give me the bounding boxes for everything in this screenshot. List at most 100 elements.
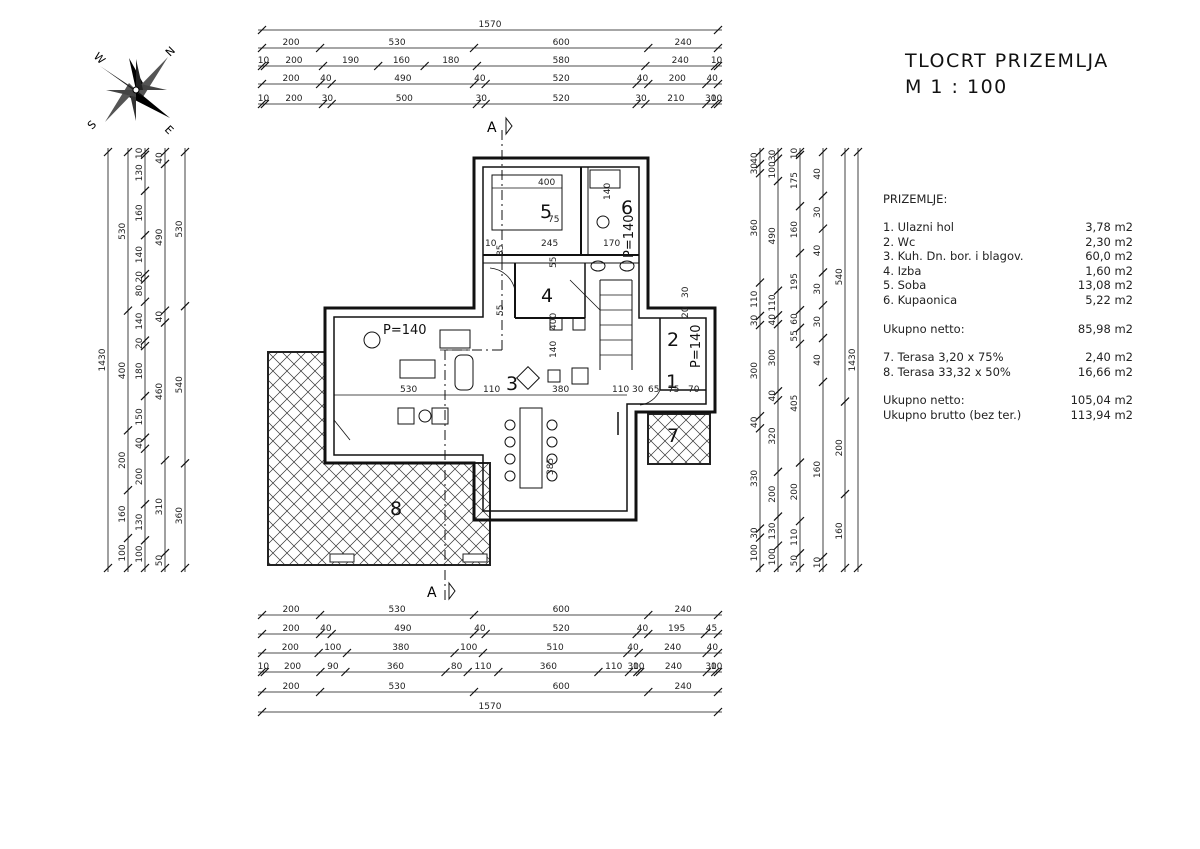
dim-tick: [123, 563, 133, 573]
dim-tick: [469, 79, 479, 89]
parapet-note-1: P=140: [383, 323, 427, 338]
dim-tick: [755, 320, 765, 330]
dim-tick: [795, 147, 805, 157]
inner-dim: 245: [541, 239, 558, 249]
dim-tick: [463, 667, 473, 677]
dim-tick: [315, 687, 325, 697]
dim-value: 10: [135, 147, 145, 159]
dim-tick: [755, 311, 765, 321]
dim-value: 40: [627, 643, 639, 653]
dim-tick: [469, 43, 479, 53]
legend-total-gross-value: 113,94 m2: [1070, 407, 1133, 422]
dim-value: 195: [790, 273, 800, 290]
dim-value: 40: [813, 168, 823, 180]
dim-tick: [632, 99, 642, 109]
dim-tick: [622, 648, 632, 658]
dim-tick: [140, 336, 150, 346]
dim-value: 20: [135, 337, 145, 349]
dim-tick: [840, 397, 850, 407]
dim-tick: [257, 707, 267, 717]
compass-w: W: [91, 50, 108, 67]
dim-tick: [795, 339, 805, 349]
dim-tick: [340, 667, 350, 677]
dim-value: 200: [282, 38, 299, 48]
dim-tick: [634, 648, 644, 658]
dim-tick: [140, 341, 150, 351]
dim-value: 100: [118, 544, 128, 561]
dim-value: 160: [393, 56, 410, 66]
dim-tick: [643, 610, 653, 620]
legend-net-label: Ukupno netto:: [883, 321, 965, 336]
dim-value: 1570: [479, 702, 502, 712]
dim-value: 600: [553, 605, 570, 615]
dim-tick: [818, 267, 828, 277]
dim-tick: [472, 99, 482, 109]
dim-value: 30: [476, 94, 488, 104]
dim-value: 200: [282, 74, 299, 84]
dim-value: 200: [282, 682, 299, 692]
dim-value: 210: [667, 94, 684, 104]
dim-tick: [818, 147, 828, 157]
room-number-4: 4: [541, 285, 553, 307]
inner-dim: 55: [549, 257, 559, 268]
dim-tick: [342, 648, 352, 658]
legend-area: 1,60 m2: [1085, 263, 1133, 278]
dim-tick: [315, 79, 325, 89]
dim-value: 460: [155, 383, 165, 400]
dim-value: 40: [474, 74, 486, 84]
dim-value: 190: [342, 56, 359, 66]
dim-value: 40: [320, 624, 332, 634]
dim-value: 50: [790, 555, 800, 567]
dim-tick: [160, 306, 170, 316]
dim-value: 160: [790, 221, 800, 238]
dim-tick: [481, 99, 491, 109]
room-number-8: 8: [390, 498, 402, 520]
dim-value: 110: [750, 290, 760, 307]
dim-tick: [624, 667, 634, 677]
dim-value: 240: [665, 662, 682, 672]
dim-value: 40: [768, 390, 778, 402]
dim-tick: [713, 629, 723, 639]
dim-tick: [640, 99, 650, 109]
legend-terrace-area: 16,66 m2: [1077, 364, 1133, 379]
dim-tick: [594, 667, 603, 677]
dim-tick: [481, 629, 491, 639]
dim-tick: [710, 61, 720, 71]
dim-value: 160: [135, 204, 145, 221]
dim-value: 40: [155, 311, 165, 323]
dim-value: 540: [175, 376, 185, 393]
dim-value: 530: [388, 605, 405, 615]
dim-tick: [123, 485, 133, 495]
dim-tick: [795, 563, 805, 573]
dim-tick: [140, 150, 150, 160]
dim-value: 30: [322, 94, 334, 104]
dim-value: 240: [675, 38, 692, 48]
dim-tick: [160, 548, 170, 558]
compass-e: E: [162, 123, 176, 137]
dim-tick: [257, 687, 267, 697]
dim-value: 520: [553, 74, 570, 84]
legend-total-gross-label: Ukupno brutto (bez ter.): [883, 407, 1022, 422]
dim-tick: [640, 61, 650, 71]
legend-net-row: Ukupno netto: 85,98 m2: [883, 322, 1133, 337]
dim-value: 90: [327, 662, 339, 672]
legend-net-value: 85,98 m2: [1077, 321, 1133, 336]
dim-tick: [103, 147, 113, 157]
dim-tick: [710, 667, 720, 677]
parapet-notes: P=140 P=140 P=140: [383, 214, 704, 368]
dim-value: 10: [258, 94, 270, 104]
legend-heading: PRIZEMLJE:: [883, 192, 948, 206]
dim-value: 240: [675, 605, 692, 615]
dim-tick: [713, 610, 723, 620]
section-mark-top: A: [487, 120, 497, 136]
dim-value: 160: [118, 505, 128, 522]
inner-dim: 30: [681, 286, 691, 298]
dim-value: 30: [705, 94, 717, 104]
terrace-7: [647, 413, 711, 465]
dim-value: 490: [394, 624, 411, 634]
dim-tick: [180, 563, 190, 573]
dim-tick: [160, 147, 170, 157]
